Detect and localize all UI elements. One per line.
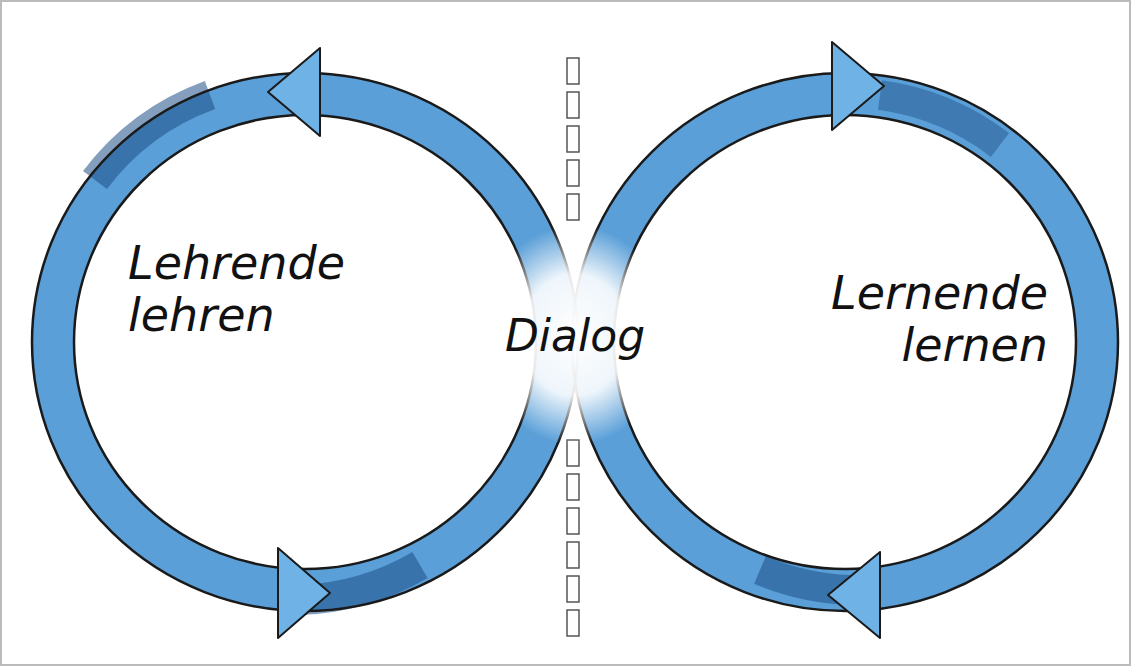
loop-node: Lehrende lehren <box>128 238 345 341</box>
center-label: Dialog <box>505 310 645 361</box>
loop-node: Lernende lernen <box>831 268 1048 371</box>
loop-text: Lernende lernen <box>831 268 1048 371</box>
loop-text: Lehrende lehren <box>128 238 345 341</box>
